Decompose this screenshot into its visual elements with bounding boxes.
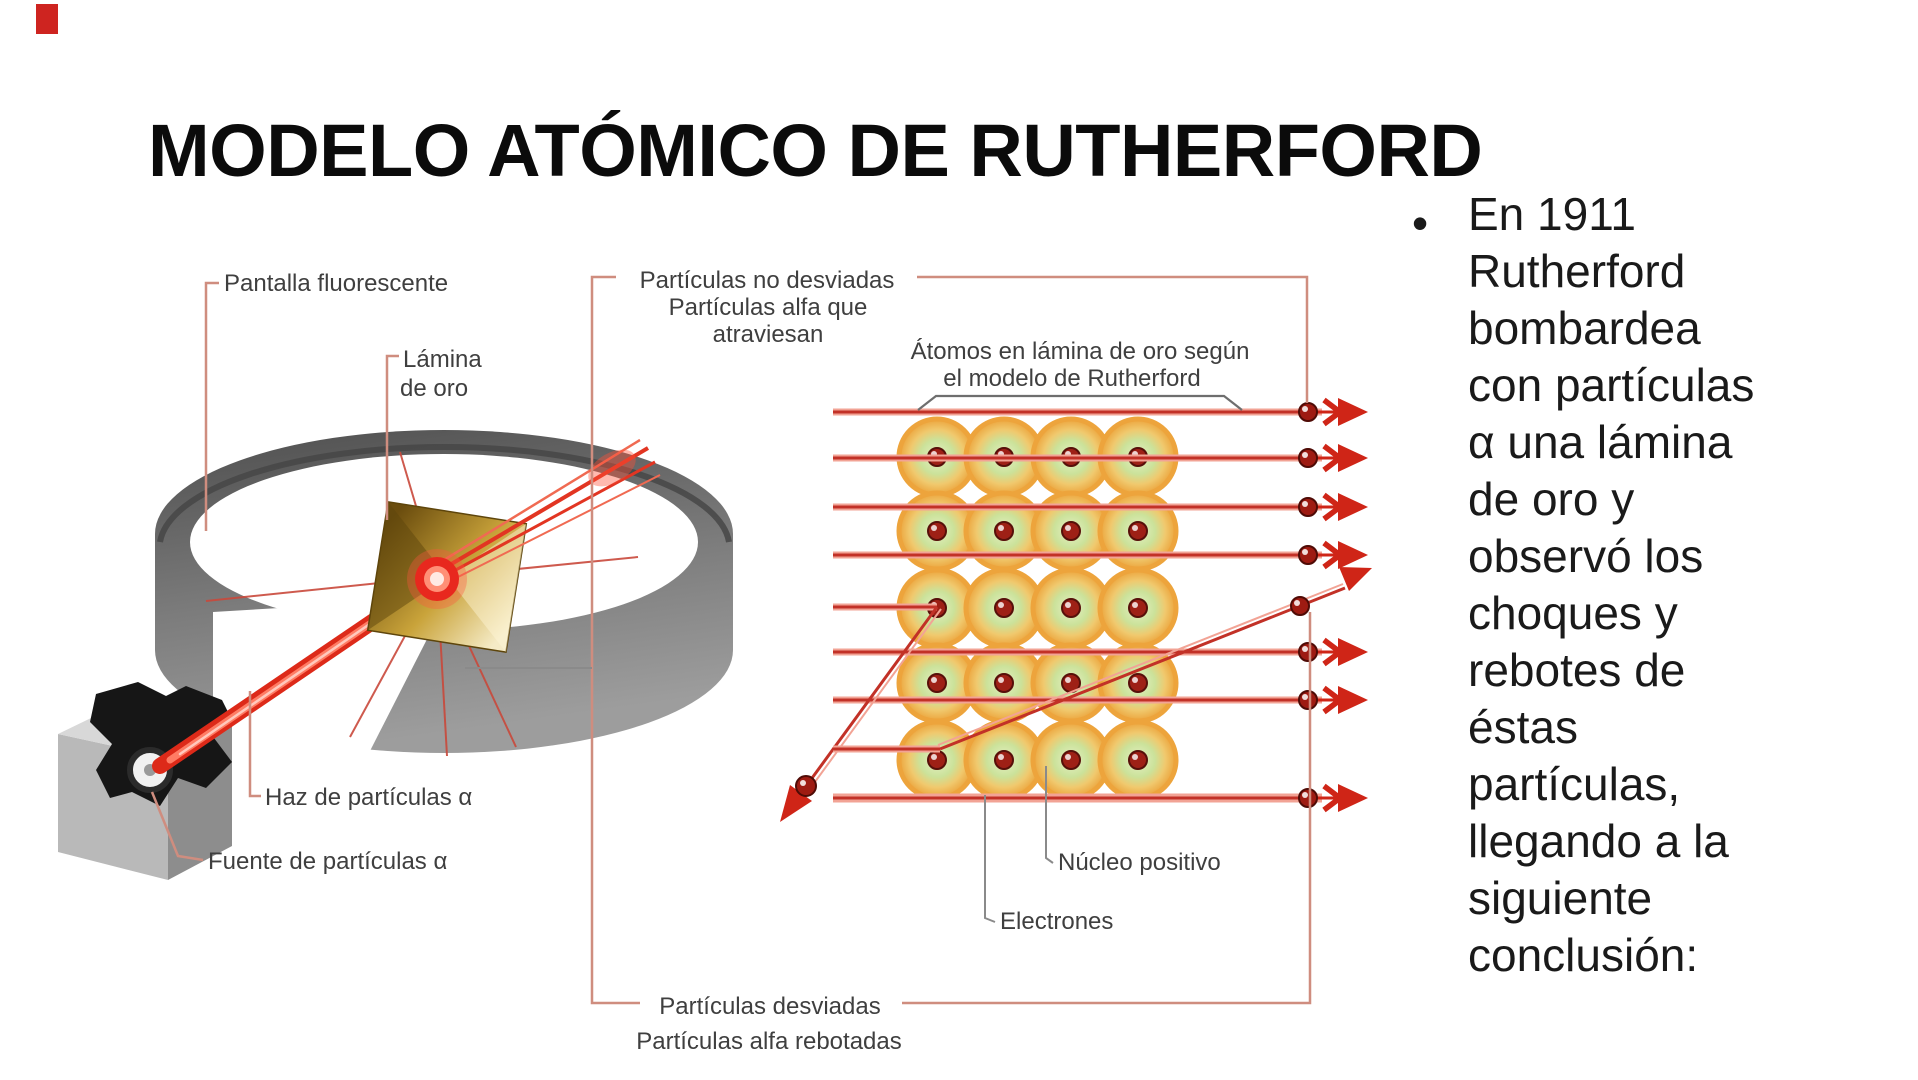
arrowhead xyxy=(1338,398,1368,426)
particle-highlight xyxy=(1302,792,1308,798)
nucleus-highlight xyxy=(1132,525,1138,531)
nucleus-highlight xyxy=(1065,754,1071,760)
bullet-text-line: de oro y xyxy=(1468,473,1635,525)
atom-nucleus xyxy=(1061,598,1081,618)
label-atomos-line2: el modelo de Rutherford xyxy=(943,365,1200,392)
alpha-particle xyxy=(1298,788,1318,808)
label-electrones: Electrones xyxy=(1000,908,1113,935)
atom-nucleus xyxy=(1061,521,1081,541)
arrowhead xyxy=(1338,686,1368,714)
atom-nucleus xyxy=(1128,673,1148,693)
nucleus-highlight xyxy=(1132,677,1138,683)
alpha-particle xyxy=(1298,690,1318,710)
atom-nucleus xyxy=(1128,521,1148,541)
alpha-particle xyxy=(1298,497,1318,517)
backscatter-arrowhead xyxy=(780,785,812,822)
atom-nucleus xyxy=(1061,750,1081,770)
bullet-text-line: partículas, xyxy=(1468,758,1681,810)
particle-highlight xyxy=(1302,406,1308,412)
label-fuente: Fuente de partículas α xyxy=(208,848,447,875)
particle-highlight xyxy=(1302,549,1308,555)
label-nucleo-positivo: Núcleo positivo xyxy=(1058,849,1221,876)
label-pantalla-fluorescente: Pantalla fluorescente xyxy=(224,270,448,297)
atom-nucleus xyxy=(994,598,1014,618)
bullet-text-line: Rutherford xyxy=(1468,245,1686,297)
bullet-text-line: conclusión: xyxy=(1468,929,1699,981)
atom-nucleus xyxy=(927,521,947,541)
bullet-text-line: bombardea xyxy=(1468,302,1701,354)
label-haz: Haz de partículas α xyxy=(265,784,472,811)
atom-nucleus xyxy=(994,750,1014,770)
nucleus-highlight xyxy=(1065,602,1071,608)
bullet-text-line: observó los xyxy=(1468,530,1704,582)
atom-nucleus xyxy=(927,750,947,770)
nucleus-highlight xyxy=(1132,602,1138,608)
slide-corner-accent xyxy=(36,4,58,34)
alpha-source xyxy=(58,682,234,880)
nucleus-highlight xyxy=(998,525,1004,531)
beam-hotspot xyxy=(407,549,467,609)
bullet-text-line: rebotes de xyxy=(1468,644,1686,696)
particle-highlight xyxy=(1302,501,1308,507)
label-desviadas-line2: Partículas alfa rebotadas xyxy=(636,1028,902,1055)
bullet-text-line: con partículas xyxy=(1468,359,1755,411)
nucleus-highlight xyxy=(1065,525,1071,531)
bullet-text-line: choques y xyxy=(1468,587,1678,639)
nucleus-highlight xyxy=(998,677,1004,683)
bullet-text-line: llegando a la xyxy=(1468,815,1729,867)
alpha-particle xyxy=(1298,448,1318,468)
nucleus-highlight xyxy=(931,525,937,531)
atom-nucleus xyxy=(1128,598,1148,618)
arrowhead xyxy=(1338,493,1368,521)
nucleus-highlight xyxy=(998,754,1004,760)
label-atomos-line1: Átomos en lámina de oro según xyxy=(911,338,1250,365)
alpha-beam-rows xyxy=(833,397,1368,813)
label-lamina-line1: Lámina xyxy=(403,346,482,373)
nucleus-highlight xyxy=(931,754,937,760)
label-no-desviadas-line2: Partículas alfa que xyxy=(669,294,868,321)
label-no-desviadas-line3: atraviesan xyxy=(713,321,824,348)
label-no-desviadas-line1: Partículas no desviadas xyxy=(640,267,895,294)
atom-nucleus xyxy=(927,673,947,693)
slide-title: MODELO ATÓMICO DE RUTHERFORD xyxy=(148,108,1483,192)
deflected-trajectories xyxy=(780,567,1372,822)
arrowhead xyxy=(1338,444,1368,472)
nucleus-highlight xyxy=(998,602,1004,608)
nucleus-highlight xyxy=(931,677,937,683)
atom-nucleus xyxy=(1128,750,1148,770)
particle-highlight xyxy=(1302,694,1308,700)
alpha-particle xyxy=(1298,545,1318,565)
particle-highlight xyxy=(1302,646,1308,652)
atom-nucleus xyxy=(994,521,1014,541)
bullet-text-line: éstas xyxy=(1468,701,1578,753)
bullet-text-line: En 1911 xyxy=(1468,188,1636,240)
label-lamina-line2: de oro xyxy=(400,375,468,402)
deflected-arrowhead xyxy=(1339,567,1372,591)
source-collimator xyxy=(90,682,234,806)
label-leader-lines xyxy=(150,275,1312,1005)
particle-highlight xyxy=(1302,452,1308,458)
alpha-particle xyxy=(1298,642,1318,662)
arrowhead xyxy=(1338,784,1368,812)
bullet-text-line: siguiente xyxy=(1468,872,1653,924)
bullet-marker: • xyxy=(1412,197,1429,249)
nucleus-highlight xyxy=(1132,754,1138,760)
transmitted-beam-bundle xyxy=(443,438,661,579)
nucleus-highlight xyxy=(1065,677,1071,683)
atom-nucleus xyxy=(994,673,1014,693)
arrowhead xyxy=(1338,638,1368,666)
alpha-particle xyxy=(1298,402,1318,422)
grid-brace xyxy=(917,394,1243,411)
deflected-particle xyxy=(1290,596,1310,616)
gold-atom-grid xyxy=(896,416,1179,801)
backscattered-particle xyxy=(795,775,817,797)
bullet-text-line: α una lámina xyxy=(1468,416,1733,468)
arrowhead xyxy=(1338,541,1368,569)
label-desviadas-line1: Partículas desviadas xyxy=(659,993,880,1020)
